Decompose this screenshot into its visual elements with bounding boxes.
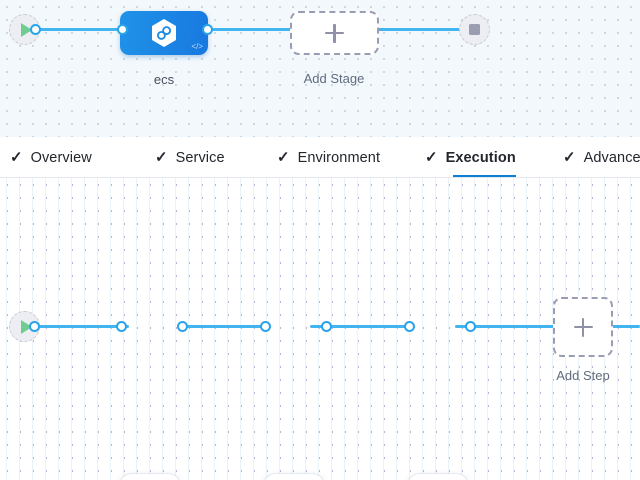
tab-overview[interactable]: ✓ Overview xyxy=(10,137,92,177)
play-icon xyxy=(20,22,32,37)
stage-wire-start-to-ecs xyxy=(35,28,125,31)
step-1-input-port[interactable] xyxy=(116,321,127,332)
add-step-button[interactable] xyxy=(553,297,613,357)
stage-canvas[interactable]: </> ecs Add Stage xyxy=(0,0,640,137)
tab-execution[interactable]: ✓ Execution xyxy=(425,137,516,177)
check-icon: ✓ xyxy=(277,149,290,166)
stage-label-ecs: ecs xyxy=(153,72,175,87)
step-2-output-port[interactable] xyxy=(321,321,332,332)
tab-label: Execution xyxy=(445,149,516,166)
plus-icon xyxy=(573,317,593,337)
stage-stop-node[interactable] xyxy=(459,14,490,45)
stage-wire-add-to-stop xyxy=(375,28,470,31)
check-icon: ✓ xyxy=(425,149,438,166)
add-stage-label: Add Stage xyxy=(303,71,365,86)
step-3-output-port[interactable] xyxy=(465,321,476,332)
step-node-2[interactable]: </> xyxy=(264,474,324,480)
tab-label: Environment xyxy=(297,149,381,166)
section-tabs: ✓ Overview ✓ Service ✓ Environment ✓ Exe… xyxy=(0,137,640,178)
step-canvas[interactable]: </> ECS Service Setup xyxy=(0,178,640,480)
add-step-label: Add Step xyxy=(556,368,610,383)
add-stage-button[interactable] xyxy=(290,11,379,55)
stage-ecs-output-port[interactable] xyxy=(202,24,213,35)
tab-label: Service xyxy=(175,149,225,166)
tab-label: Overview xyxy=(30,149,92,166)
step-node-1[interactable]: </> xyxy=(120,474,180,480)
tab-environment[interactable]: ✓ Environment xyxy=(277,137,381,177)
tab-advanced[interactable]: ✓ Advance xyxy=(563,137,640,177)
play-icon xyxy=(20,319,32,334)
check-icon: ✓ xyxy=(10,149,23,166)
step-2-input-port[interactable] xyxy=(260,321,271,332)
stage-start-output-port[interactable] xyxy=(30,24,41,35)
plus-icon xyxy=(325,23,344,43)
stage-wire-ecs-to-add xyxy=(205,28,295,31)
stop-icon xyxy=(469,24,480,35)
step-wire-3-to-add xyxy=(455,325,555,328)
stage-ecs-input-port[interactable] xyxy=(117,24,128,35)
tab-label: Advance xyxy=(583,149,640,166)
step-start-output-port[interactable] xyxy=(29,321,40,332)
step-wire-start-to-1 xyxy=(33,325,129,328)
step-1-output-port[interactable] xyxy=(177,321,188,332)
step-wire-2-to-3 xyxy=(310,325,410,328)
check-icon: ✓ xyxy=(155,149,168,166)
step-wire-add-to-next xyxy=(612,325,640,328)
check-icon: ✓ xyxy=(563,149,576,166)
code-glyph: </> xyxy=(191,42,203,51)
tab-service[interactable]: ✓ Service xyxy=(155,137,225,177)
step-wire-1-to-2 xyxy=(182,325,266,328)
stage-node-ecs[interactable]: </> xyxy=(120,11,208,55)
hexagon-link-icon xyxy=(150,18,178,48)
step-node-3[interactable]: </> xyxy=(408,474,468,480)
step-3-input-port[interactable] xyxy=(404,321,415,332)
